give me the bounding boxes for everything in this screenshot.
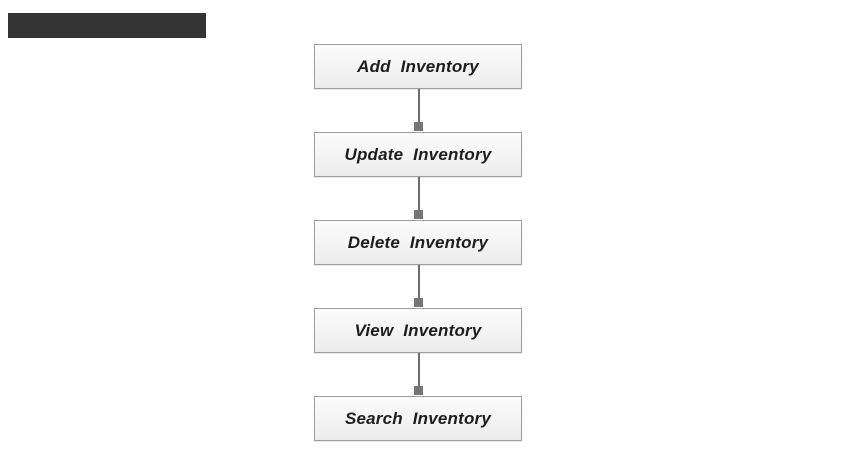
connector-add-to-update (418, 89, 420, 127)
node-update-inventory[interactable]: Update Inventory (314, 132, 522, 177)
node-label: Search Inventory (344, 408, 492, 428)
connector-marker-delete (414, 210, 423, 219)
node-label: View Inventory (354, 320, 482, 340)
connector-delete-to-view (418, 265, 420, 303)
node-label: Update Inventory (344, 144, 492, 164)
node-add-inventory[interactable]: Add Inventory (314, 44, 522, 89)
node-label: Delete Inventory (347, 232, 489, 252)
connector-view-to-search (418, 353, 420, 391)
connector-marker-update (414, 122, 423, 131)
node-delete-inventory[interactable]: Delete Inventory (314, 220, 522, 265)
node-search-inventory[interactable]: Search Inventory (314, 396, 522, 441)
node-label: Add Inventory (357, 56, 479, 76)
title-bar (8, 13, 206, 38)
connector-update-to-delete (418, 177, 420, 215)
connector-marker-search (414, 386, 423, 395)
node-view-inventory[interactable]: View Inventory (314, 308, 522, 353)
connector-marker-view (414, 298, 423, 307)
